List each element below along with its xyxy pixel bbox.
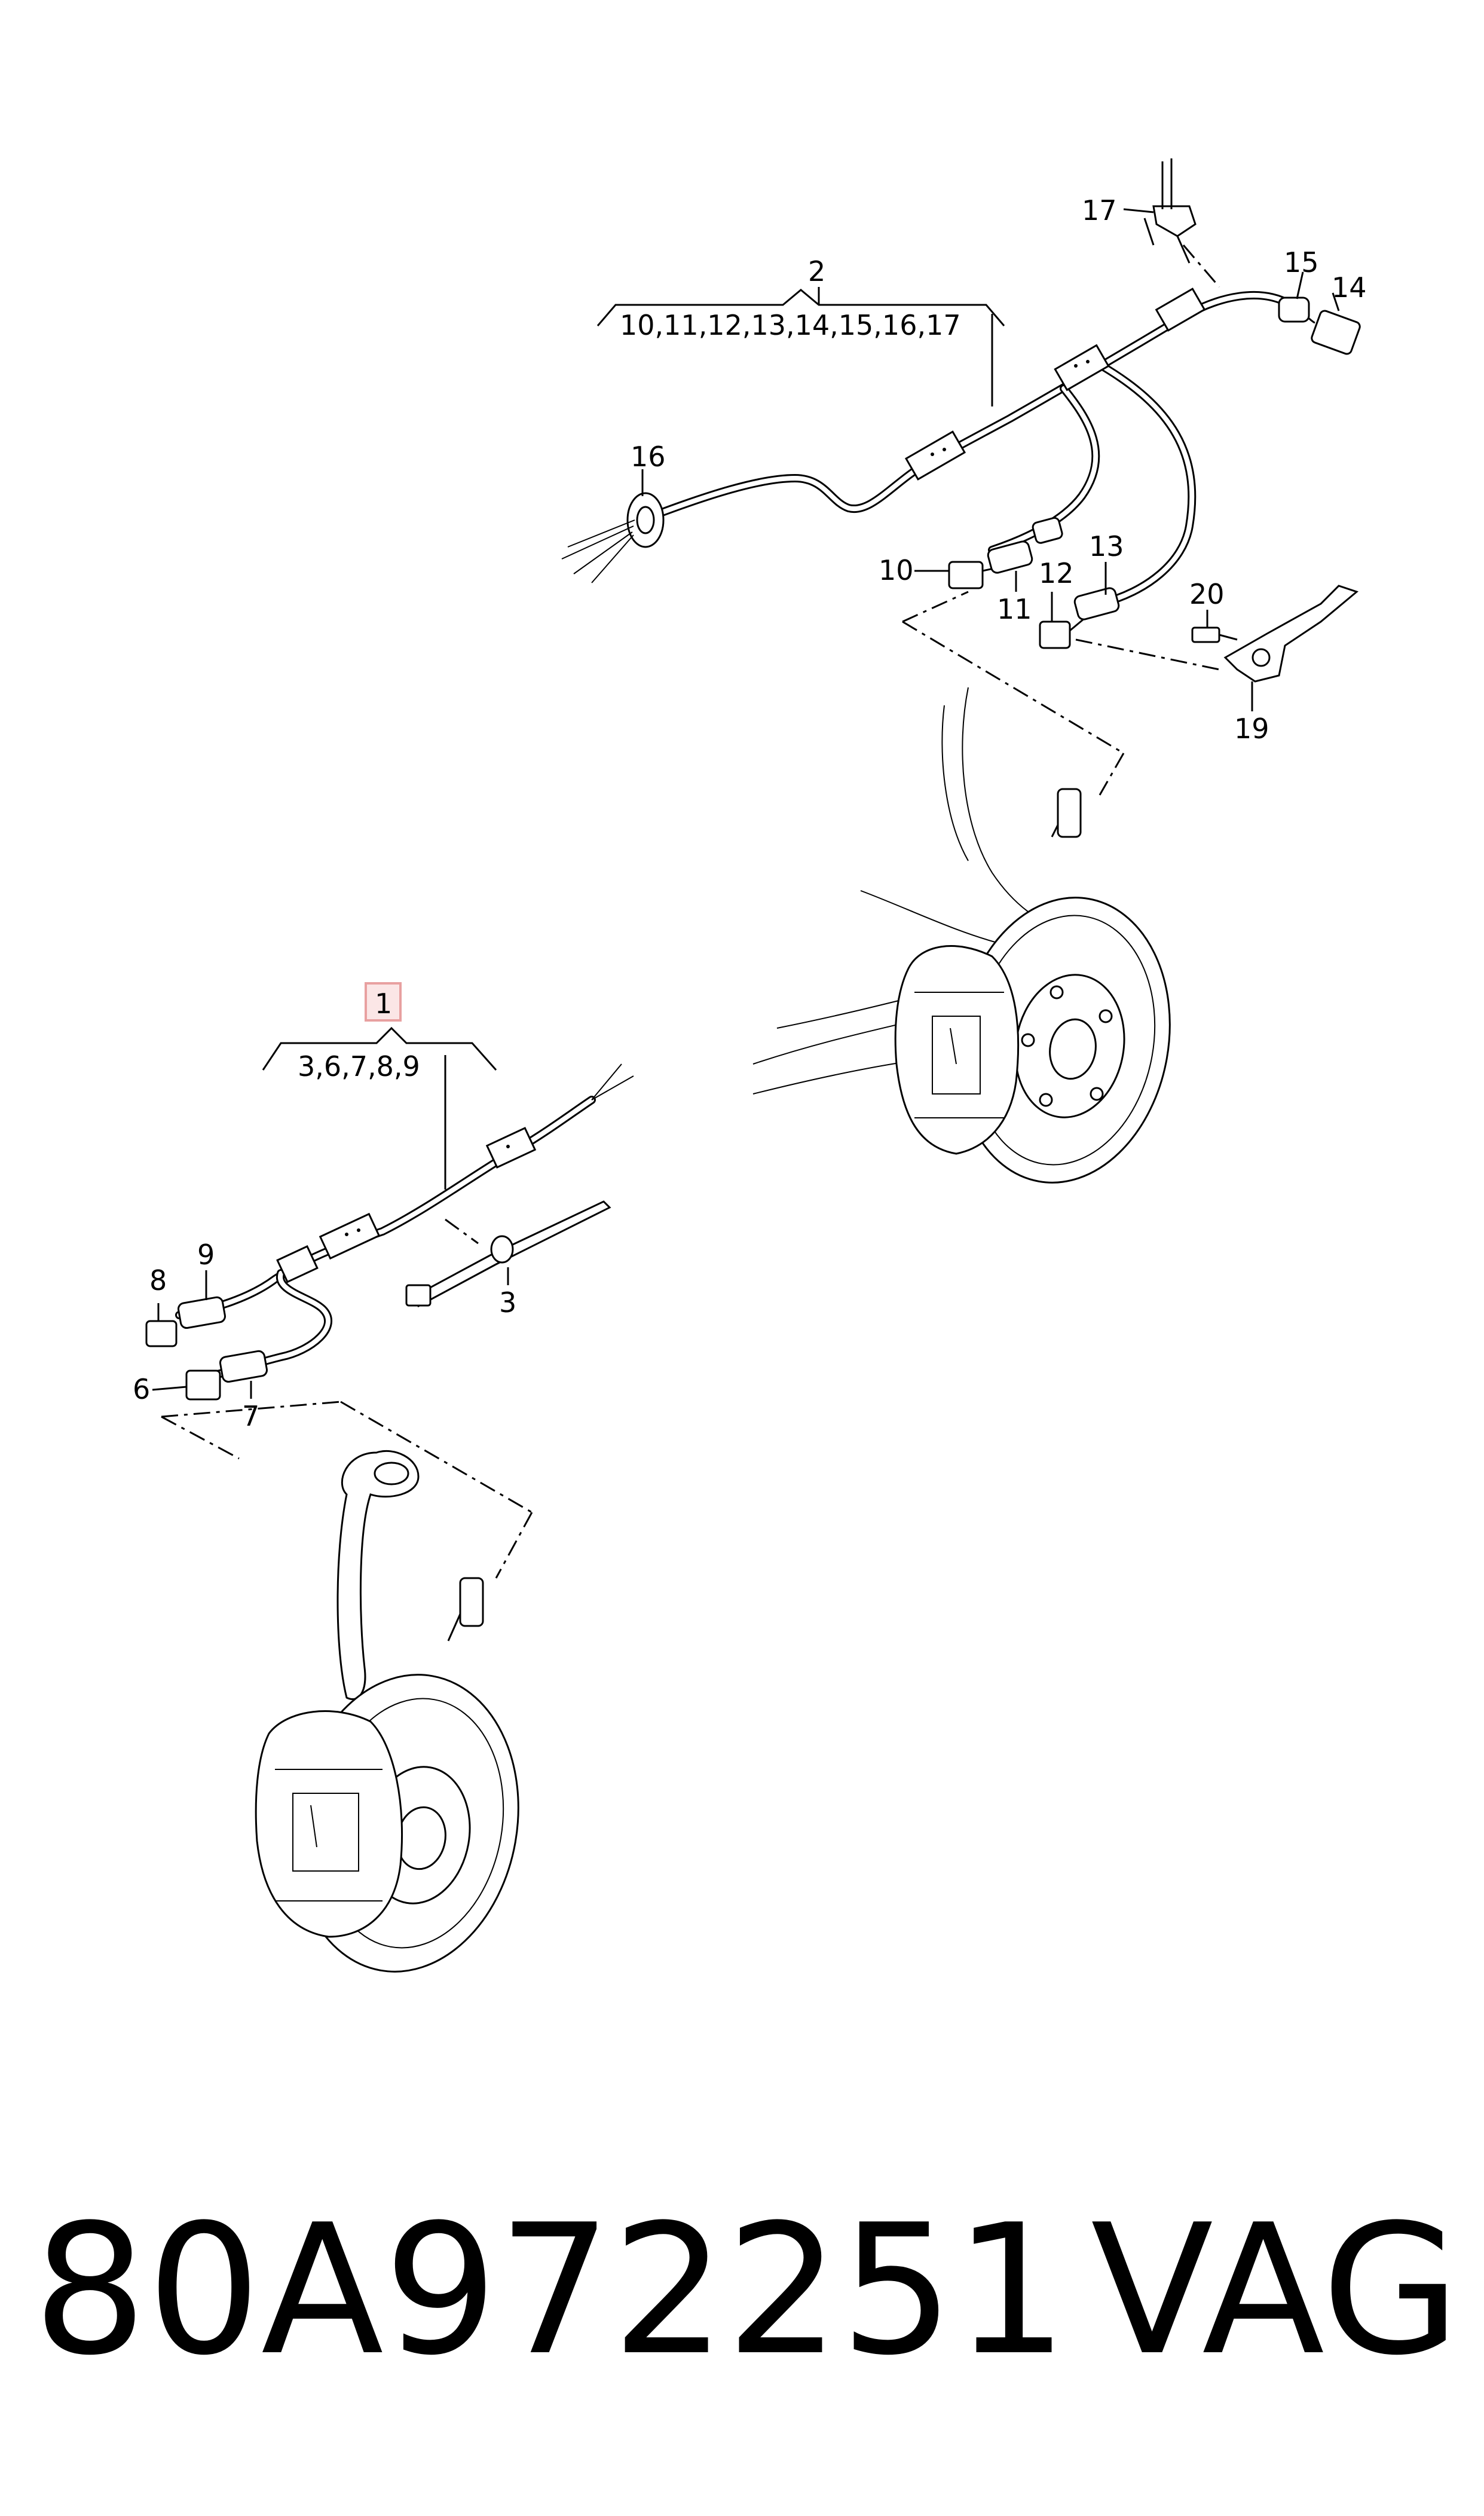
callout-2: 2 [808,255,825,288]
rear-brake-assembly [255,1450,519,1973]
callout-7: 7 [242,1400,259,1432]
callout-11: 11 [997,593,1032,625]
callout-16: 16 [631,441,666,473]
callout-8: 8 [149,1264,167,1297]
harness-2-assembly [561,158,1361,683]
callout-3: 3 [499,1286,516,1319]
callout-13: 13 [1089,530,1124,562]
callout-9: 9 [197,1239,215,1271]
callout-6: 6 [133,1373,150,1405]
callout-19: 19 [1234,713,1269,745]
callout-17: 17 [1082,194,1117,227]
leader-lines [152,208,1340,1399]
routing-lines-lower [161,1218,533,1579]
callout-10: 10 [879,554,914,586]
front-brake-assembly [752,687,1171,1184]
callout-15: 15 [1284,246,1319,279]
routing-lines-upper [902,244,1220,796]
group-bracket-2 [596,289,1005,406]
brand-name: VAG [1091,2186,1460,2395]
group-1-parts: 3,6,7,8,9 [298,1050,420,1083]
item-1-highlight [365,982,402,1022]
callout-20: 20 [1189,578,1225,610]
part-number: 80A972251 [33,2186,1068,2395]
callout-14: 14 [1332,271,1367,304]
callout-1: 1 [375,988,392,1020]
group-2-parts: 10,11,12,13,14,15,16,17 [620,309,961,341]
callout-12: 12 [1039,557,1074,589]
harness-1-assembly [145,1063,634,1401]
group-bracket-1 [262,1026,497,1190]
